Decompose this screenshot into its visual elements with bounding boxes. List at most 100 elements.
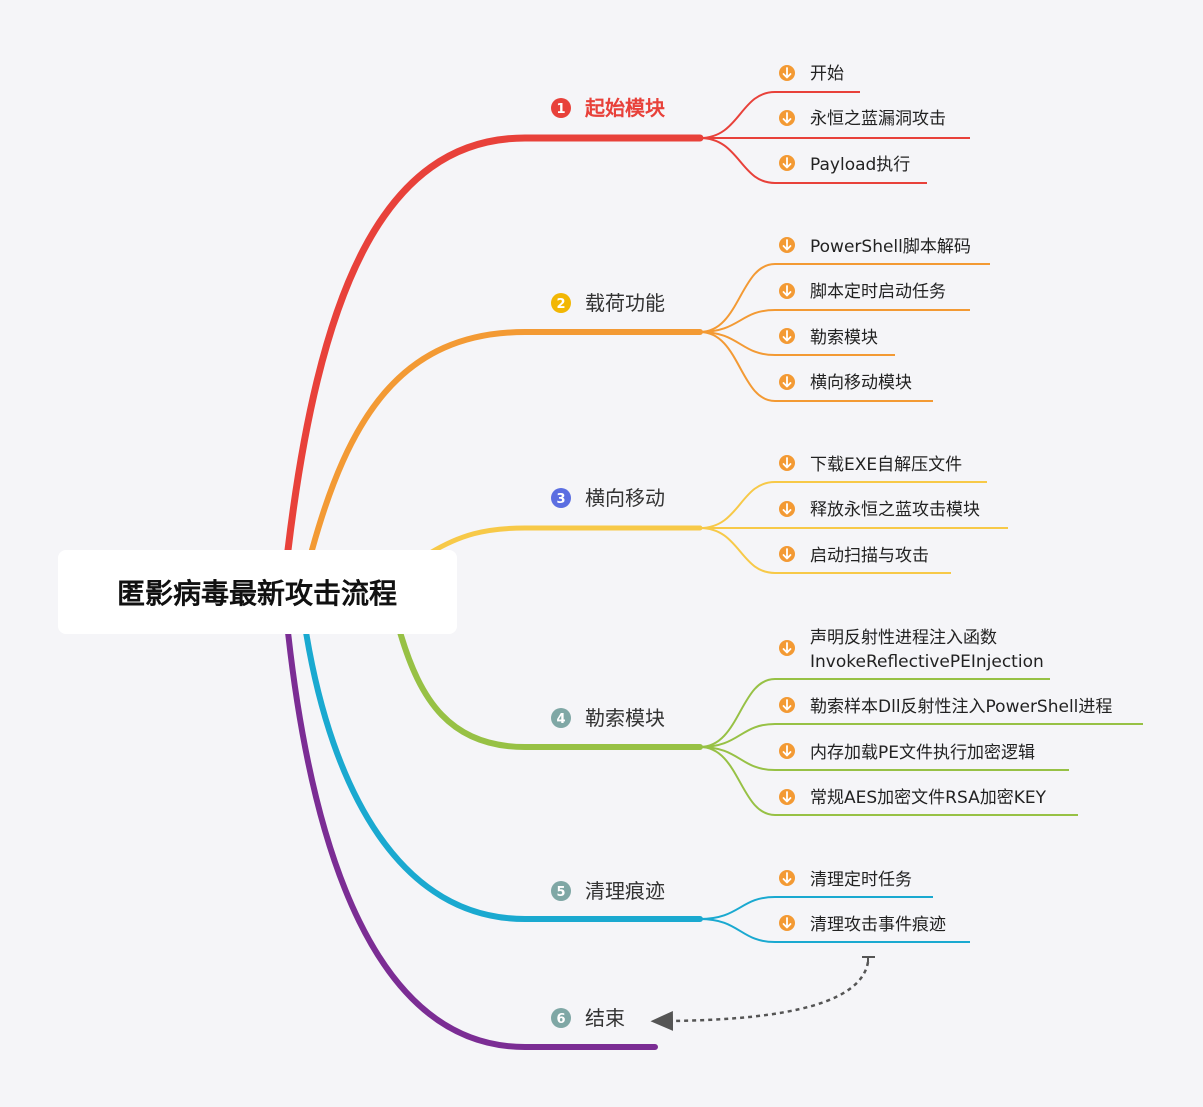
branch-labels: 1 起始模块 2 载荷功能 3 横向移动 4 勒索模块 5 清理痕迹 6 结束 [551,96,666,1030]
arrow-glyph [782,239,792,251]
branch-node-6[interactable]: 6 结束 [551,1006,625,1030]
leaf-label: 释放永恒之蓝攻击模块 [810,500,980,520]
relationship-connector [650,956,875,1031]
leaf-label: 勒索样本Dll反射性注入PowerShell进程 [810,697,1112,717]
sub-line [699,746,1069,771]
arrow-glyph [782,642,792,654]
leaf-node[interactable]: 声明反射性进程注入函数 InvokeReflectivePEInjection [779,628,1044,672]
branch-node-3[interactable]: 3 横向移动 [551,486,665,510]
main-branches [284,134,704,1050]
leaf-label-line2: InvokeReflectivePEInjection [810,652,1044,672]
branch-label: 结束 [585,1006,625,1030]
badge-number: 4 [556,712,565,727]
branch-node-1[interactable]: 1 起始模块 [551,96,666,120]
arrow-glyph [782,112,792,124]
branch-line-4 [397,629,703,750]
sub-line [699,678,1050,748]
sub-line [699,918,970,943]
arrow-glyph [782,285,792,297]
arrow-glyph [782,457,792,469]
branch-line-1 [284,134,704,554]
sub-line [699,331,933,402]
branch-line-3 [427,525,703,556]
branch-node-2[interactable]: 2 载荷功能 [551,291,665,315]
arrow-glyph [782,872,792,884]
badge-number: 5 [556,885,565,900]
arrow-glyph [782,330,792,342]
branch-label: 勒索模块 [585,706,665,730]
leaf-label: 清理攻击事件痕迹 [810,915,946,935]
sub-line [699,746,1078,816]
number-badge-icon [551,708,571,728]
leaf-node[interactable]: 释放永恒之蓝攻击模块 [779,500,980,520]
leaf-node[interactable]: 清理攻击事件痕迹 [779,915,946,935]
arrow-glyph [782,503,792,515]
arrow-glyph [782,376,792,388]
badge-number: 1 [556,102,565,117]
branch-node-4[interactable]: 4 勒索模块 [551,706,665,730]
leaf-node[interactable]: 下载EXE自解压文件 [779,455,962,475]
branch-label: 清理痕迹 [585,879,665,903]
dashed-arrow [650,961,870,1031]
sub-line [699,723,1143,748]
leaf-label: 脚本定时启动任务 [810,282,946,302]
sub-line [699,309,970,333]
leaf-label: PowerShell脚本解码 [810,237,971,257]
leaf-label: 启动扫描与攻击 [810,546,929,566]
branch-label: 横向移动 [585,486,665,510]
leaf-label: 勒索模块 [810,328,878,348]
sub-line [699,481,987,529]
leaf-node[interactable]: 启动扫描与攻击 [779,546,929,566]
leaf-label: 声明反射性进程注入函数 [810,628,997,648]
sub-branches [699,91,1143,943]
arrow-glyph [782,157,792,169]
branch-node-5[interactable]: 5 清理痕迹 [551,879,665,903]
leaf-label: 永恒之蓝漏洞攻击 [810,109,946,129]
sub-line [699,91,860,139]
sub-line [699,896,933,920]
number-badge-icon [551,98,571,118]
leaf-nodes: 开始 永恒之蓝漏洞攻击 Payload执行 PowerShell脚本解码 脚本定… [779,64,1112,935]
badge-number: 6 [556,1012,565,1027]
branch-line-5 [303,629,703,922]
leaf-label: 开始 [810,64,844,84]
leaf-node[interactable]: 常规AES加密文件RSA加密KEY [779,788,1047,808]
leaf-node[interactable]: 开始 [779,64,844,84]
badge-number: 3 [556,492,565,507]
number-badge-icon [551,488,571,508]
leaf-label: 横向移动模块 [810,373,912,393]
arrow-glyph [782,791,792,803]
root-title: 匿影病毒最新攻击流程 [117,577,397,610]
arrow-glyph [782,917,792,929]
sub-line [699,331,895,356]
number-badge-icon [551,1008,571,1028]
leaf-node[interactable]: 脚本定时启动任务 [779,282,946,302]
leaf-node[interactable]: PowerShell脚本解码 [779,237,971,257]
leaf-node[interactable]: 勒索样本Dll反射性注入PowerShell进程 [779,697,1112,717]
branch-label: 起始模块 [584,96,666,120]
badge-number: 2 [556,297,565,312]
leaf-node[interactable]: Payload执行 [779,155,910,175]
leaf-node[interactable]: 永恒之蓝漏洞攻击 [779,109,946,129]
leaf-label: 常规AES加密文件RSA加密KEY [810,788,1047,808]
branch-line-6 [285,629,658,1050]
branch-line-2 [309,329,703,553]
number-badge-icon [551,881,571,901]
leaf-node[interactable]: 勒索模块 [779,328,878,348]
number-badge-icon [551,293,571,313]
leaf-node[interactable]: 清理定时任务 [779,870,912,890]
root-node[interactable]: 匿影病毒最新攻击流程 [58,550,457,634]
root-card [58,550,457,634]
arrow-glyph [782,548,792,560]
leaf-label: 下载EXE自解压文件 [810,455,962,475]
leaf-label: Payload执行 [810,155,910,175]
sub-line [699,263,990,333]
leaf-node[interactable]: 内存加载PE文件执行加密逻辑 [779,743,1035,763]
arrow-glyph [782,67,792,79]
leaf-label: 清理定时任务 [810,870,912,890]
branch-label: 载荷功能 [585,291,665,315]
sub-line [699,527,951,574]
arrow-glyph [782,699,792,711]
leaf-node[interactable]: 横向移动模块 [779,373,912,393]
